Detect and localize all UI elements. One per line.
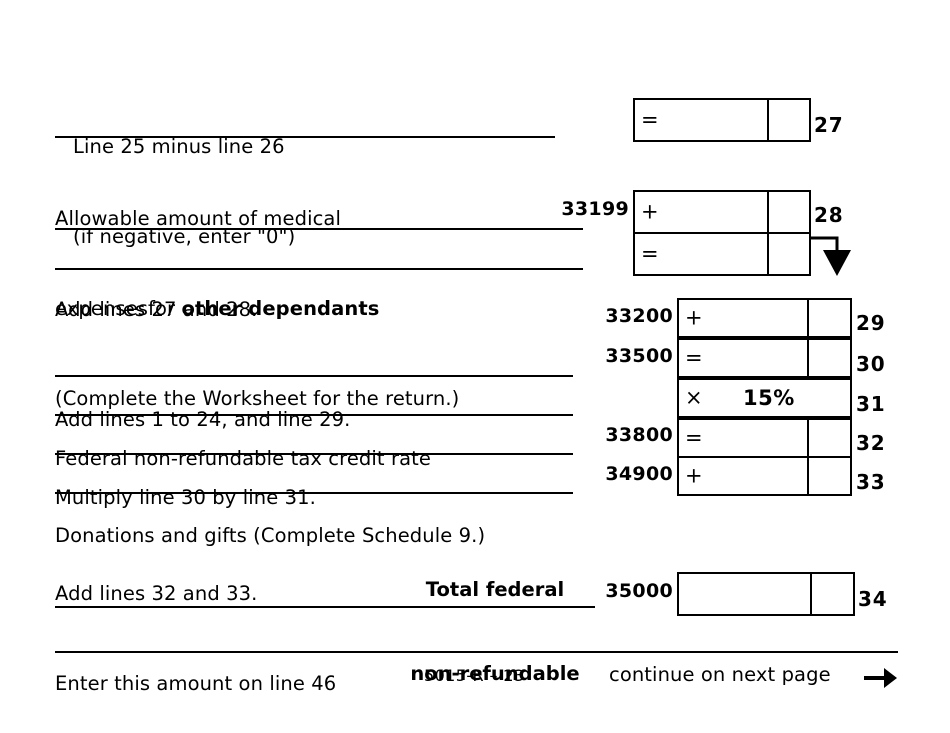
- line-28-sum-description-line1: Add lines 27 and 28.: [55, 298, 258, 321]
- line-28-field-code: 33199: [561, 198, 629, 220]
- line-28-sum-description: Add lines 27 and 28.: [55, 235, 575, 385]
- line-30-amount-box[interactable]: =: [677, 338, 852, 378]
- line-28-description: Allowable amount of medical expensesfor …: [55, 144, 575, 474]
- line-32-number: 32: [856, 431, 886, 455]
- line-30-field-code: 33500: [605, 345, 673, 367]
- line-27-rule: [55, 136, 555, 138]
- line-27-number: 27: [814, 113, 844, 137]
- line-29-field-code: 33200: [605, 305, 673, 327]
- line-30-description-line1: Add lines 1 to 24, and line 29.: [55, 408, 351, 431]
- line-29-number: 29: [856, 311, 886, 335]
- arrow-right-icon: [864, 668, 897, 688]
- line-31-rule: [55, 414, 573, 416]
- line-28-description-line2-bold: other dependants: [181, 297, 380, 320]
- line-33-description-line1: Donations and gifts (Complete Schedule 9…: [55, 524, 486, 547]
- line-33-description: Donations and gifts (Complete Schedule 9…: [55, 461, 575, 611]
- line-28-cents-divider: [767, 192, 769, 232]
- continue-next-page-label: continue on next page: [609, 663, 831, 686]
- line-32-field-code: 33800: [605, 424, 673, 446]
- line-30-number: 30: [856, 352, 886, 376]
- line-33-field-code: 34900: [605, 463, 673, 485]
- carry-down-connector: [810, 236, 851, 276]
- line-31-description: Federal non-refundable tax credit rate: [55, 384, 575, 534]
- line-29-operator: +: [685, 305, 703, 330]
- line-28-sum-rule: [55, 268, 583, 270]
- line-33-amount-box[interactable]: +: [677, 456, 852, 496]
- line-31-rate-value: 15%: [743, 386, 795, 410]
- line-28-amount-box[interactable]: +: [633, 190, 811, 234]
- line-32-rule: [55, 453, 573, 455]
- line-32-amount-box[interactable]: =: [677, 418, 852, 458]
- line-31-operator: ×: [685, 385, 703, 410]
- line-33-cents-divider: [807, 458, 809, 494]
- line-28-sum-cents-divider: [767, 234, 769, 274]
- line-31-description-line1: Federal non-refundable tax credit rate: [55, 447, 431, 470]
- line-32-operator: =: [685, 425, 703, 450]
- line-27-amount-box[interactable]: =: [633, 98, 811, 142]
- line-33-number: 33: [856, 470, 886, 494]
- line-28-sum-operator: =: [641, 241, 659, 266]
- line-27-description: Line 25 minus line 26 (if negative, ente…: [73, 72, 543, 312]
- total-federal-credits-label: Total federal non-refundable tax credits: [395, 520, 595, 733]
- line-34-rule: [55, 606, 595, 608]
- line-28-rule: [55, 228, 583, 230]
- line-33-operator: +: [685, 463, 703, 488]
- total-label-line2: non-refundable: [410, 662, 580, 685]
- line-30-operator: =: [685, 345, 703, 370]
- line-32-cents-divider: [807, 420, 809, 456]
- form-code: 5015-R – 23: [424, 666, 525, 685]
- line-27-cents-divider: [767, 100, 769, 140]
- line-28-description-line1: Allowable amount of medical: [55, 207, 342, 230]
- footer-rule: [55, 651, 898, 653]
- line-28-operator: +: [641, 199, 659, 224]
- line-29-cents-divider: [807, 300, 809, 336]
- line-34-cents-divider: [810, 574, 812, 614]
- line-28-sum-amount-box[interactable]: =: [633, 232, 811, 276]
- total-label-line1: Total federal: [425, 578, 565, 601]
- line-34-amount-box[interactable]: [677, 572, 855, 616]
- line-30-cents-divider: [807, 340, 809, 376]
- line-34-description: Add lines 32 and 33. Enter this amount o…: [55, 519, 415, 733]
- line-31-rate-box: × 15%: [677, 378, 852, 418]
- line-27-description-line2: (if negative, enter "0"): [73, 225, 296, 248]
- line-29-amount-box[interactable]: +: [677, 298, 852, 338]
- line-34-field-code: 35000: [605, 580, 673, 602]
- line-34-number: 34: [858, 587, 888, 611]
- line-27-description-line1: Line 25 minus line 26: [73, 135, 285, 158]
- line-30-description: Add lines 1 to 24, and line 29.: [55, 345, 575, 495]
- line-32-description-line1: Multiply line 30 by line 31.: [55, 486, 316, 509]
- line-28-description-line2-pre: expensesfor: [55, 297, 182, 320]
- line-30-rule: [55, 375, 573, 377]
- line-28-description-line2: expensesfor other dependants: [55, 294, 575, 324]
- line-34-description-line2: Enter this amount on line 46: [55, 672, 337, 695]
- line-33-rule: [55, 492, 573, 494]
- line-27-operator: =: [641, 107, 659, 132]
- line-34-description-line1: Add lines 32 and 33.: [55, 582, 258, 605]
- line-28-number: 28: [814, 203, 844, 227]
- line-32-description: Multiply line 30 by line 31.: [55, 423, 575, 573]
- line-28-description-line3: (Complete the Worksheet for the return.): [55, 387, 460, 410]
- line-31-number: 31: [856, 392, 886, 416]
